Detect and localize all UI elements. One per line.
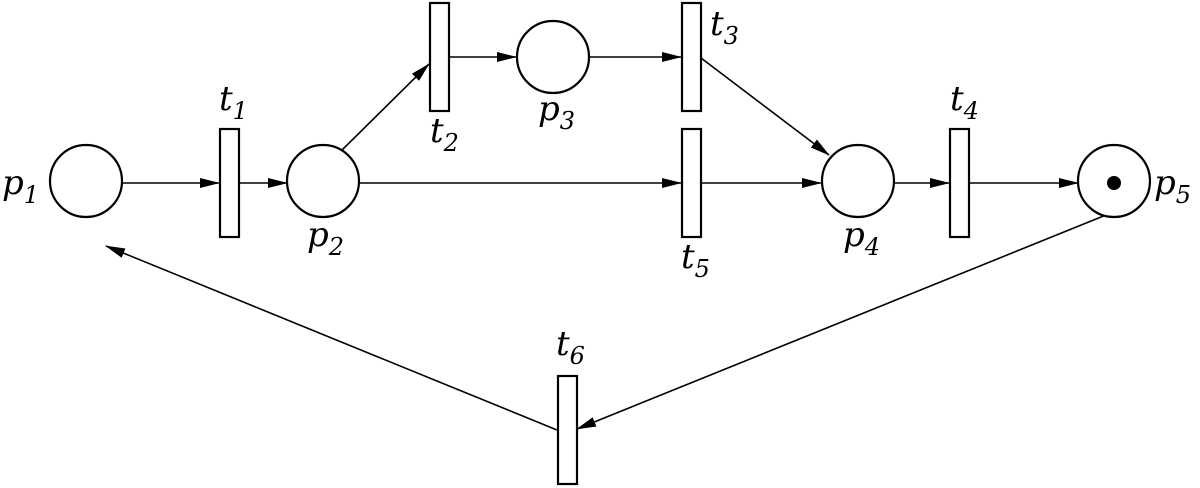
transition-t2: t2 [428, 1, 459, 157]
place-p2-circle [285, 143, 361, 219]
transition-t3-bar [680, 1, 703, 113]
transition-t1: t1 [218, 79, 248, 239]
transition-t5-bar [680, 127, 703, 239]
transition-t1-bar [218, 127, 241, 239]
transition-t4-label: t4 [950, 79, 979, 125]
arc-p5-t6 [576, 214, 1107, 430]
transition-t4-bar [948, 127, 971, 239]
place-p2: p2 [285, 143, 361, 261]
place-p5-label: p5 [1154, 163, 1191, 209]
transition-t5-label: t5 [681, 237, 710, 283]
token-dot [1107, 176, 1121, 190]
place-p2-label: p2 [307, 215, 344, 261]
arc-t3-p4 [700, 57, 830, 156]
transition-t1-label: t1 [219, 79, 248, 125]
place-p3-label: p3 [538, 89, 575, 135]
place-p4: p4 [820, 143, 896, 261]
transitions-layer: t1 t2 t3 t4 t5 t6 [218, 1, 979, 486]
transition-t4: t4 [948, 79, 979, 239]
transition-t5: t5 [680, 127, 710, 283]
place-p4-label: p4 [843, 215, 880, 261]
transition-t6: t6 [556, 324, 585, 486]
place-p3-circle [515, 19, 591, 95]
place-p1-label: p1 [2, 163, 39, 209]
transition-t3: t3 [680, 1, 739, 113]
places-layer: p1 p2 p3 p4 p5 [2, 19, 1191, 261]
transition-t6-bar [556, 374, 579, 486]
arcs-layer [105, 52, 1107, 431]
place-p4-circle [820, 143, 896, 219]
arc-p2-t2 [339, 63, 430, 153]
place-p1: p1 [2, 143, 124, 219]
place-p5: p5 [1076, 143, 1191, 219]
transition-t3-label: t3 [710, 4, 739, 50]
place-p3: p3 [515, 19, 591, 135]
transition-t6-label: t6 [556, 324, 585, 370]
transition-t2-bar [428, 1, 451, 113]
arc-t6-p1 [105, 245, 558, 431]
transition-t2-label: t2 [430, 111, 459, 157]
place-p1-circle [48, 143, 124, 219]
